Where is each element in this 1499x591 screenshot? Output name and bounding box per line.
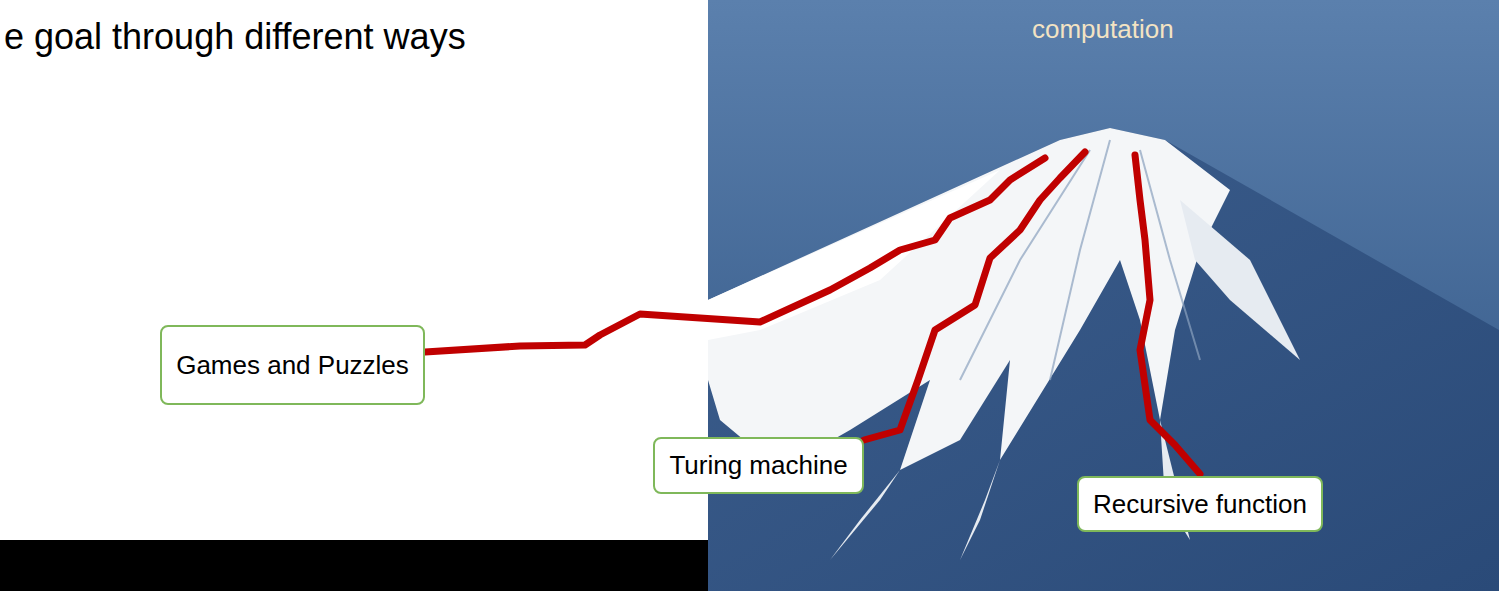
route-lines — [425, 152, 1200, 474]
black-bar — [0, 540, 708, 591]
label-box: Turing machine — [653, 437, 864, 494]
box-label: Recursive function — [1093, 489, 1307, 520]
label-box: Games and Puzzles — [160, 325, 425, 405]
mountain-slope — [708, 128, 1499, 591]
box-label: Games and Puzzles — [176, 350, 409, 381]
sky — [708, 0, 1499, 591]
box-label: Turing machine — [669, 450, 847, 481]
label-box: Recursive function — [1077, 476, 1323, 532]
slide-title: e goal through different ways — [4, 16, 466, 58]
peak-label: computation — [1032, 14, 1174, 45]
ridge-lines — [960, 140, 1200, 380]
